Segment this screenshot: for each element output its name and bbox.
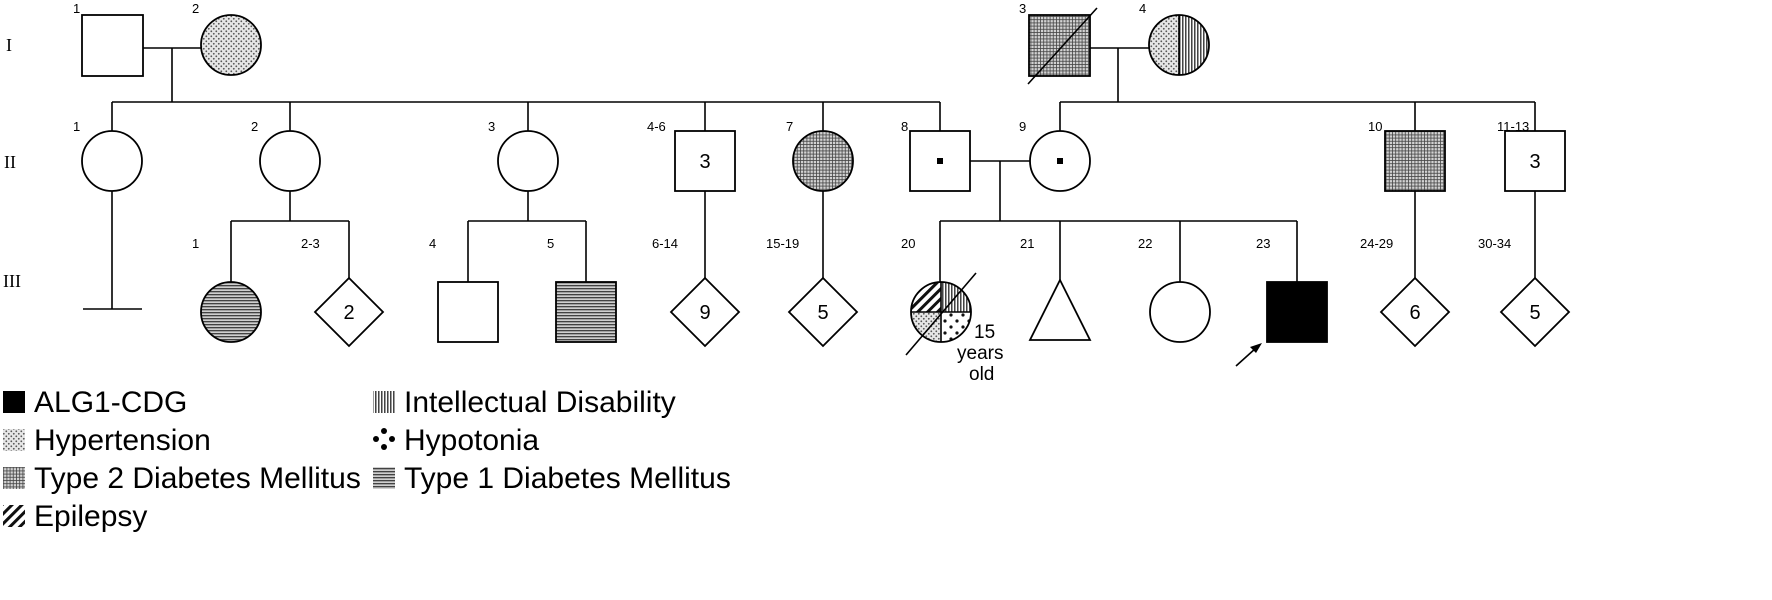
individual-II-4-6: 3 4-6: [647, 119, 736, 192]
id-label: 15-19: [766, 236, 799, 251]
legend-epilepsy: Epilepsy: [3, 500, 147, 533]
carrier-dot: [937, 158, 943, 164]
individual-II-1: 1: [73, 119, 143, 192]
swatch-diagonal-icon: [3, 505, 25, 527]
svg-text:ALG1-CDG: ALG1-CDG: [34, 386, 187, 419]
count-label: 6: [1409, 302, 1420, 324]
id-label: 23: [1256, 236, 1270, 251]
individual-III-2-3: 2 2-3: [301, 236, 385, 348]
id-label: 3: [1019, 1, 1026, 16]
id-label: 7: [786, 119, 793, 134]
proband-arrow-icon: [1235, 343, 1262, 367]
legend-t1dm: Type 1 Diabetes Mellitus: [373, 462, 731, 495]
deceased-line: [1027, 7, 1098, 85]
svg-text:Intellectual Disability: Intellectual Disability: [404, 386, 676, 419]
legend-alg1: ALG1-CDG: [3, 386, 187, 419]
count-label: 5: [817, 302, 828, 324]
id-label: 2: [251, 119, 258, 134]
id-label: 2: [192, 1, 199, 16]
count-label: 2: [343, 302, 354, 324]
individual-II-3: 3: [488, 119, 559, 192]
individual-III-24-29: 6 24-29: [1360, 236, 1451, 348]
svg-text:Type 2 Diabetes Mellitus: Type 2 Diabetes Mellitus: [34, 462, 361, 495]
individual-III-20: 20 15 years old: [901, 236, 1003, 385]
id-label: 11-13: [1497, 119, 1529, 134]
id-label: 20: [901, 236, 915, 251]
count-label: 9: [699, 302, 710, 324]
legend-hypotonia: Hypotonia: [373, 424, 539, 457]
individual-I-4: 4: [1139, 1, 1210, 76]
individual-III-23-proband: 23: [1235, 236, 1328, 367]
legend: ALG1-CDG Hypertension Type 2 Diabetes Me…: [3, 386, 731, 533]
id-label: 9: [1019, 119, 1026, 134]
generation-label-II: II: [4, 152, 16, 172]
id-label: 1: [73, 119, 80, 134]
id-label: 30-34: [1478, 236, 1511, 251]
legend-intellectual: Intellectual Disability: [373, 386, 676, 419]
age-note-line2: years: [957, 343, 1003, 364]
svg-text:Type 1 Diabetes Mellitus: Type 1 Diabetes Mellitus: [404, 462, 731, 495]
swatch-hypotonia-dots-icon: [373, 428, 395, 450]
individual-II-7: 7: [786, 119, 854, 192]
individual-III-15-19: 5 15-19: [766, 236, 859, 348]
individual-III-6-14: 9 6-14: [652, 236, 741, 348]
id-label: 21: [1020, 236, 1034, 251]
id-label: 4: [1139, 1, 1146, 16]
legend-hypertension: Hypertension: [3, 424, 211, 457]
id-label: 5: [547, 236, 554, 251]
individual-III-22: 22: [1138, 236, 1211, 343]
individual-II-11-13: 3 11-13: [1497, 119, 1566, 192]
swatch-horizontal-lines-icon: [373, 467, 395, 489]
individual-II-10: 10: [1368, 119, 1446, 192]
swatch-grid-icon: [3, 467, 25, 489]
swatch-solid-icon: [3, 391, 25, 413]
individual-III-1: 1: [192, 236, 262, 343]
individual-II-2: 2: [251, 119, 321, 192]
individual-III-5: 5: [547, 236, 617, 343]
id-label: 4-6: [647, 119, 666, 134]
age-note-line1: 15: [974, 322, 995, 343]
id-label: 4: [429, 236, 436, 251]
svg-text:Hypotonia: Hypotonia: [404, 424, 539, 457]
individual-I-1: 1: [73, 1, 144, 77]
id-label: 22: [1138, 236, 1152, 251]
swatch-vertical-lines-icon: [373, 391, 395, 413]
count-label: 3: [1529, 151, 1540, 173]
count-label: 5: [1529, 302, 1540, 324]
age-note-line3: old: [969, 364, 994, 385]
count-label: 3: [699, 151, 710, 173]
id-label: 2-3: [301, 236, 320, 251]
connector-lines: [83, 47, 1536, 310]
individual-II-8: 8: [901, 119, 971, 192]
id-label: 1: [192, 236, 199, 251]
id-label: 8: [901, 119, 908, 134]
individual-III-4: 4: [429, 236, 499, 343]
individual-I-3: 3: [1019, 1, 1098, 85]
swatch-dots-icon: [3, 429, 25, 451]
id-label: 6-14: [652, 236, 678, 251]
id-label: 24-29: [1360, 236, 1393, 251]
generation-label-III: III: [3, 271, 21, 291]
carrier-dot: [1057, 158, 1063, 164]
individual-III-21: 21: [1020, 236, 1092, 341]
legend-t2dm: Type 2 Diabetes Mellitus: [3, 462, 361, 495]
deceased-line: [905, 272, 977, 356]
id-label: 10: [1368, 119, 1382, 134]
id-label: 1: [73, 1, 80, 16]
id-label: 3: [488, 119, 495, 134]
individual-I-2: 2: [192, 1, 262, 76]
generation-label-I: I: [6, 35, 12, 55]
individual-II-9: 9: [1019, 119, 1091, 192]
svg-text:Epilepsy: Epilepsy: [34, 500, 147, 533]
individual-III-30-34: 5 30-34: [1478, 236, 1571, 348]
svg-text:Hypertension: Hypertension: [34, 424, 211, 457]
